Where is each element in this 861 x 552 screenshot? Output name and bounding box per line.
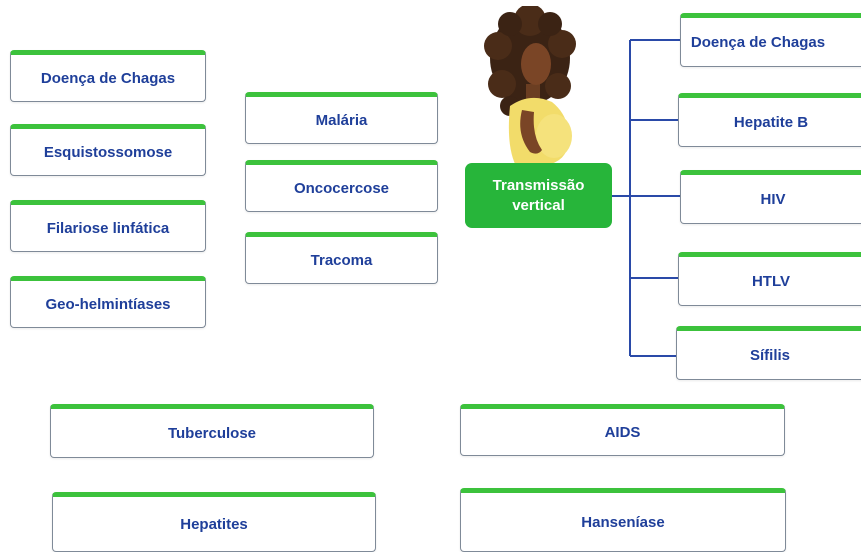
box-hepatites: Hepatites xyxy=(52,492,376,552)
box-sifilis: Sífilis xyxy=(676,326,861,380)
box-doenca-de-chagas-right: Doença de Chagas xyxy=(680,13,861,67)
center-node-transmissao-vertical: Transmissão vertical xyxy=(465,163,612,228)
box-filariose-linfatica: Filariose linfática xyxy=(10,200,206,252)
box-malaria: Malária xyxy=(245,92,438,144)
box-doenca-de-chagas-left: Doença de Chagas xyxy=(10,50,206,102)
box-hiv: HIV xyxy=(680,170,861,224)
box-hepatite-b: Hepatite B xyxy=(678,93,861,147)
pregnant-woman-illustration xyxy=(484,6,576,166)
box-htlv: HTLV xyxy=(678,252,861,306)
box-tuberculose: Tuberculose xyxy=(50,404,374,458)
box-aids: AIDS xyxy=(460,404,785,456)
box-geo-helmintiases: Geo-helmintíases xyxy=(10,276,206,328)
box-oncocercose: Oncocercose xyxy=(245,160,438,212)
box-tracoma: Tracoma xyxy=(245,232,438,284)
box-hanseniase: Hanseníase xyxy=(460,488,786,552)
box-esquistossomose: Esquistossomose xyxy=(10,124,206,176)
